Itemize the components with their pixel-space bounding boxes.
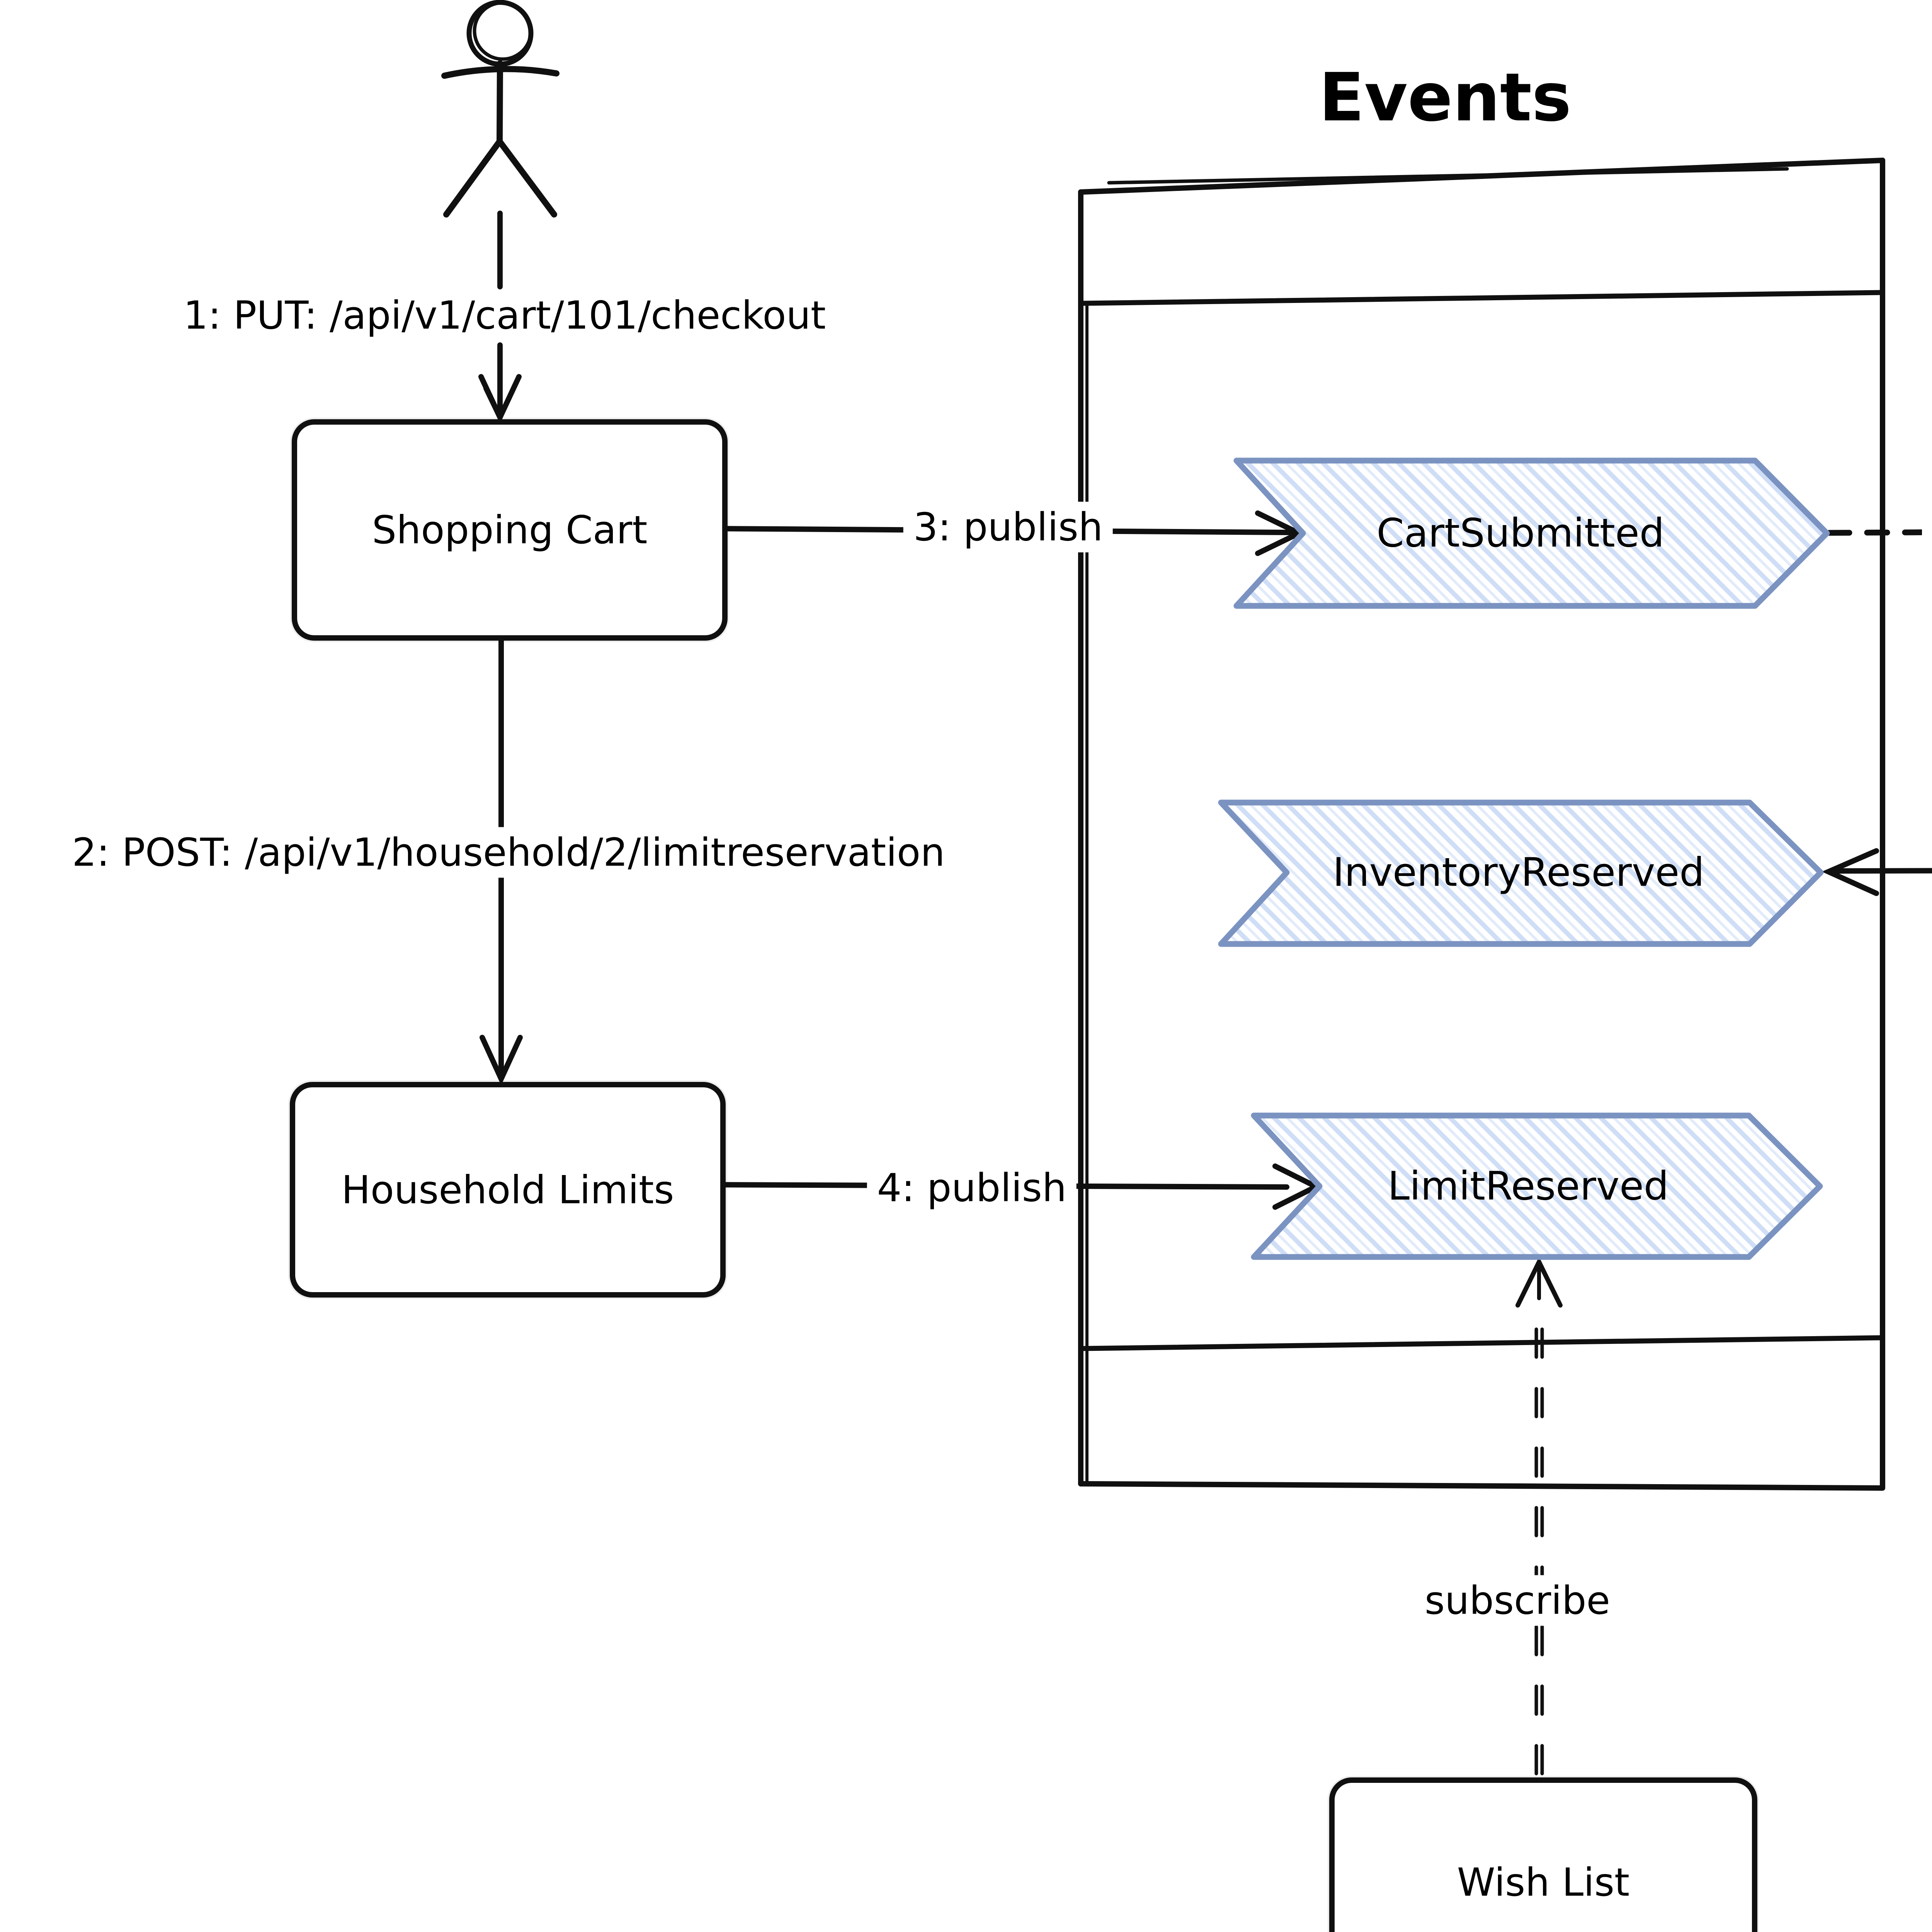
node-wish-list[interactable]: Wish List xyxy=(1329,1777,1757,1932)
user-actor-icon[interactable] xyxy=(441,0,560,218)
edge-wishlist-subscribe-arrow[interactable] xyxy=(1515,1257,1563,1776)
node-wish-list-label: Wish List xyxy=(1457,1860,1630,1905)
edge-inventory-subscribe-label[interactable]: subscribe xyxy=(1922,504,1932,555)
event-cart-submitted-label[interactable]: CartSubmitted xyxy=(1376,510,1665,556)
events-frame-title: Events xyxy=(1319,58,1571,136)
edge-cart-publish-label[interactable]: 3: publish xyxy=(903,502,1113,553)
edge-checkout-arrow[interactable] xyxy=(478,211,522,424)
event-inventory-reserved-label[interactable]: InventoryReserved xyxy=(1333,849,1704,896)
edge-limit-reservation-arrow[interactable] xyxy=(480,628,523,1085)
event-limit-reserved-shape[interactable] xyxy=(1251,1112,1823,1260)
node-household-limits[interactable]: Household Limits xyxy=(290,1082,726,1298)
node-shopping-cart[interactable]: Shopping Cart xyxy=(292,419,728,641)
edge-limit-publish-label[interactable]: 4: publish xyxy=(867,1162,1077,1213)
edge-limit-reservation-label[interactable]: 2: POST: /api/v1/household/2/limitreserv… xyxy=(62,827,955,878)
node-household-limits-label: Household Limits xyxy=(341,1167,674,1213)
edge-checkout-label[interactable]: 1: PUT: /api/v1/cart/101/checkout xyxy=(173,290,836,341)
event-limit-reserved-label[interactable]: LimitReserved xyxy=(1388,1163,1669,1209)
node-shopping-cart-label: Shopping Cart xyxy=(372,507,648,553)
event-inventory-reserved-shape[interactable] xyxy=(1218,799,1824,947)
edge-inventory-publish-arrow[interactable] xyxy=(1821,629,1932,896)
edge-wishlist-subscribe-label[interactable]: subscribe xyxy=(1415,1575,1620,1626)
event-cart-submitted-shape[interactable] xyxy=(1233,457,1830,609)
